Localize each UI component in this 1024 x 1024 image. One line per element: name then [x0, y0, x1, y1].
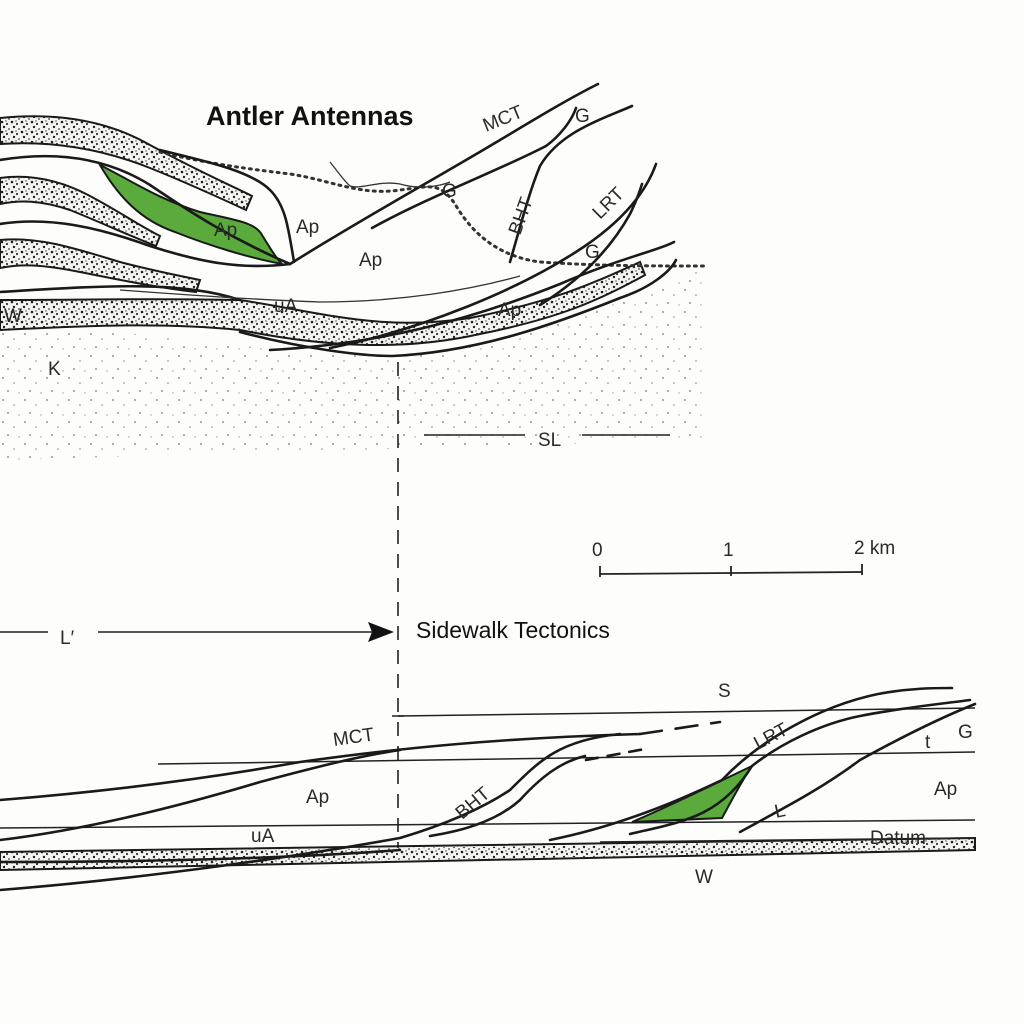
fault-mct-lower-dashed [638, 720, 722, 736]
label-g-lower: G [958, 722, 973, 743]
scale-tick-0: 0 [592, 540, 603, 561]
label-ap-upper-3: Ap [498, 300, 521, 321]
scale-bar: 0 1 2 km [592, 538, 895, 577]
fault-bht-branch-lower [428, 754, 587, 838]
fault-lrt-lower [548, 686, 954, 842]
fault-mct-lower [0, 732, 642, 802]
fold-line-arc [158, 148, 296, 264]
datum-line [599, 837, 976, 843]
label-ap-lower-2: Ap [934, 779, 957, 800]
label-ap-upper-1: Ap [296, 217, 319, 238]
fault-lrt-branch [268, 240, 676, 352]
label-ua-upper: uA [274, 296, 298, 317]
datum-band [0, 836, 976, 872]
scale-tick-1: 1 [723, 540, 734, 561]
fold-line-3 [0, 284, 242, 302]
dotted-unconformity [158, 150, 707, 268]
label-s: S [718, 681, 731, 702]
stipple-band-upper-2 [0, 175, 162, 248]
label-w-lower: W [695, 867, 713, 888]
topography [329, 161, 451, 188]
label-l: L [773, 800, 788, 823]
label-k: K [48, 359, 61, 380]
stipple-band-upper-3 [0, 238, 202, 294]
label-bht-upper: BHT [505, 194, 538, 237]
fault-bht [508, 104, 634, 264]
label-g-upper-1: G [575, 106, 590, 127]
label-lrt-upper: LRT [589, 183, 629, 223]
label-g-upper-2: G [442, 181, 457, 202]
fault-t-lower [738, 702, 977, 834]
label-mct-upper: MCT [480, 102, 526, 137]
scale-tick-2: 2 km [854, 538, 895, 559]
fault-lrt-lower-2 [628, 698, 972, 836]
fault-lower-left [0, 848, 402, 864]
upper-section: Antler Antennas MCT G G G BHT LRT Ap Ap … [0, 82, 707, 460]
horizon-ua [0, 819, 976, 829]
label-ap-lower-1: Ap [306, 787, 329, 808]
lower-title: Sidewalk Tectonics [416, 617, 610, 643]
fault-bht-dash-lower [584, 746, 652, 762]
lower-section: S MCT LRT t G Ap Ap BHT L uA Datum W [0, 681, 977, 892]
fold-line-1 [0, 154, 292, 266]
label-mct-lower: MCT [332, 724, 376, 751]
green-lens-lower [631, 763, 756, 823]
label-sl: SL [538, 430, 561, 451]
fault-bht-lower [0, 748, 402, 842]
fault-bht-lower-2 [0, 732, 622, 892]
label-datum: Datum [870, 828, 926, 849]
label-g-upper-3: G [585, 242, 600, 263]
label-w-upper: W [4, 306, 22, 327]
fault-bht-branch [370, 106, 578, 230]
basal-thrust [238, 258, 678, 358]
label-lrt-lower: LRT [750, 719, 792, 754]
stipple-band-upper-1 [0, 115, 254, 212]
fold-line-2 [0, 220, 292, 268]
upper-title: Antler Antennas [206, 101, 414, 131]
label-ap-upper-2: Ap [359, 250, 382, 271]
label-ap-green: Ap [214, 220, 237, 241]
fault-lrt-2 [538, 182, 644, 307]
fault-mct [288, 82, 600, 266]
horizon-s [397, 707, 976, 717]
label-t: t [925, 732, 931, 753]
label-l-prime: L′ [60, 628, 75, 649]
fold-line-inner [119, 275, 521, 303]
basement-k [0, 268, 705, 460]
displacement-arrow: L′ [0, 622, 394, 649]
label-ua-lower: uA [251, 826, 275, 847]
